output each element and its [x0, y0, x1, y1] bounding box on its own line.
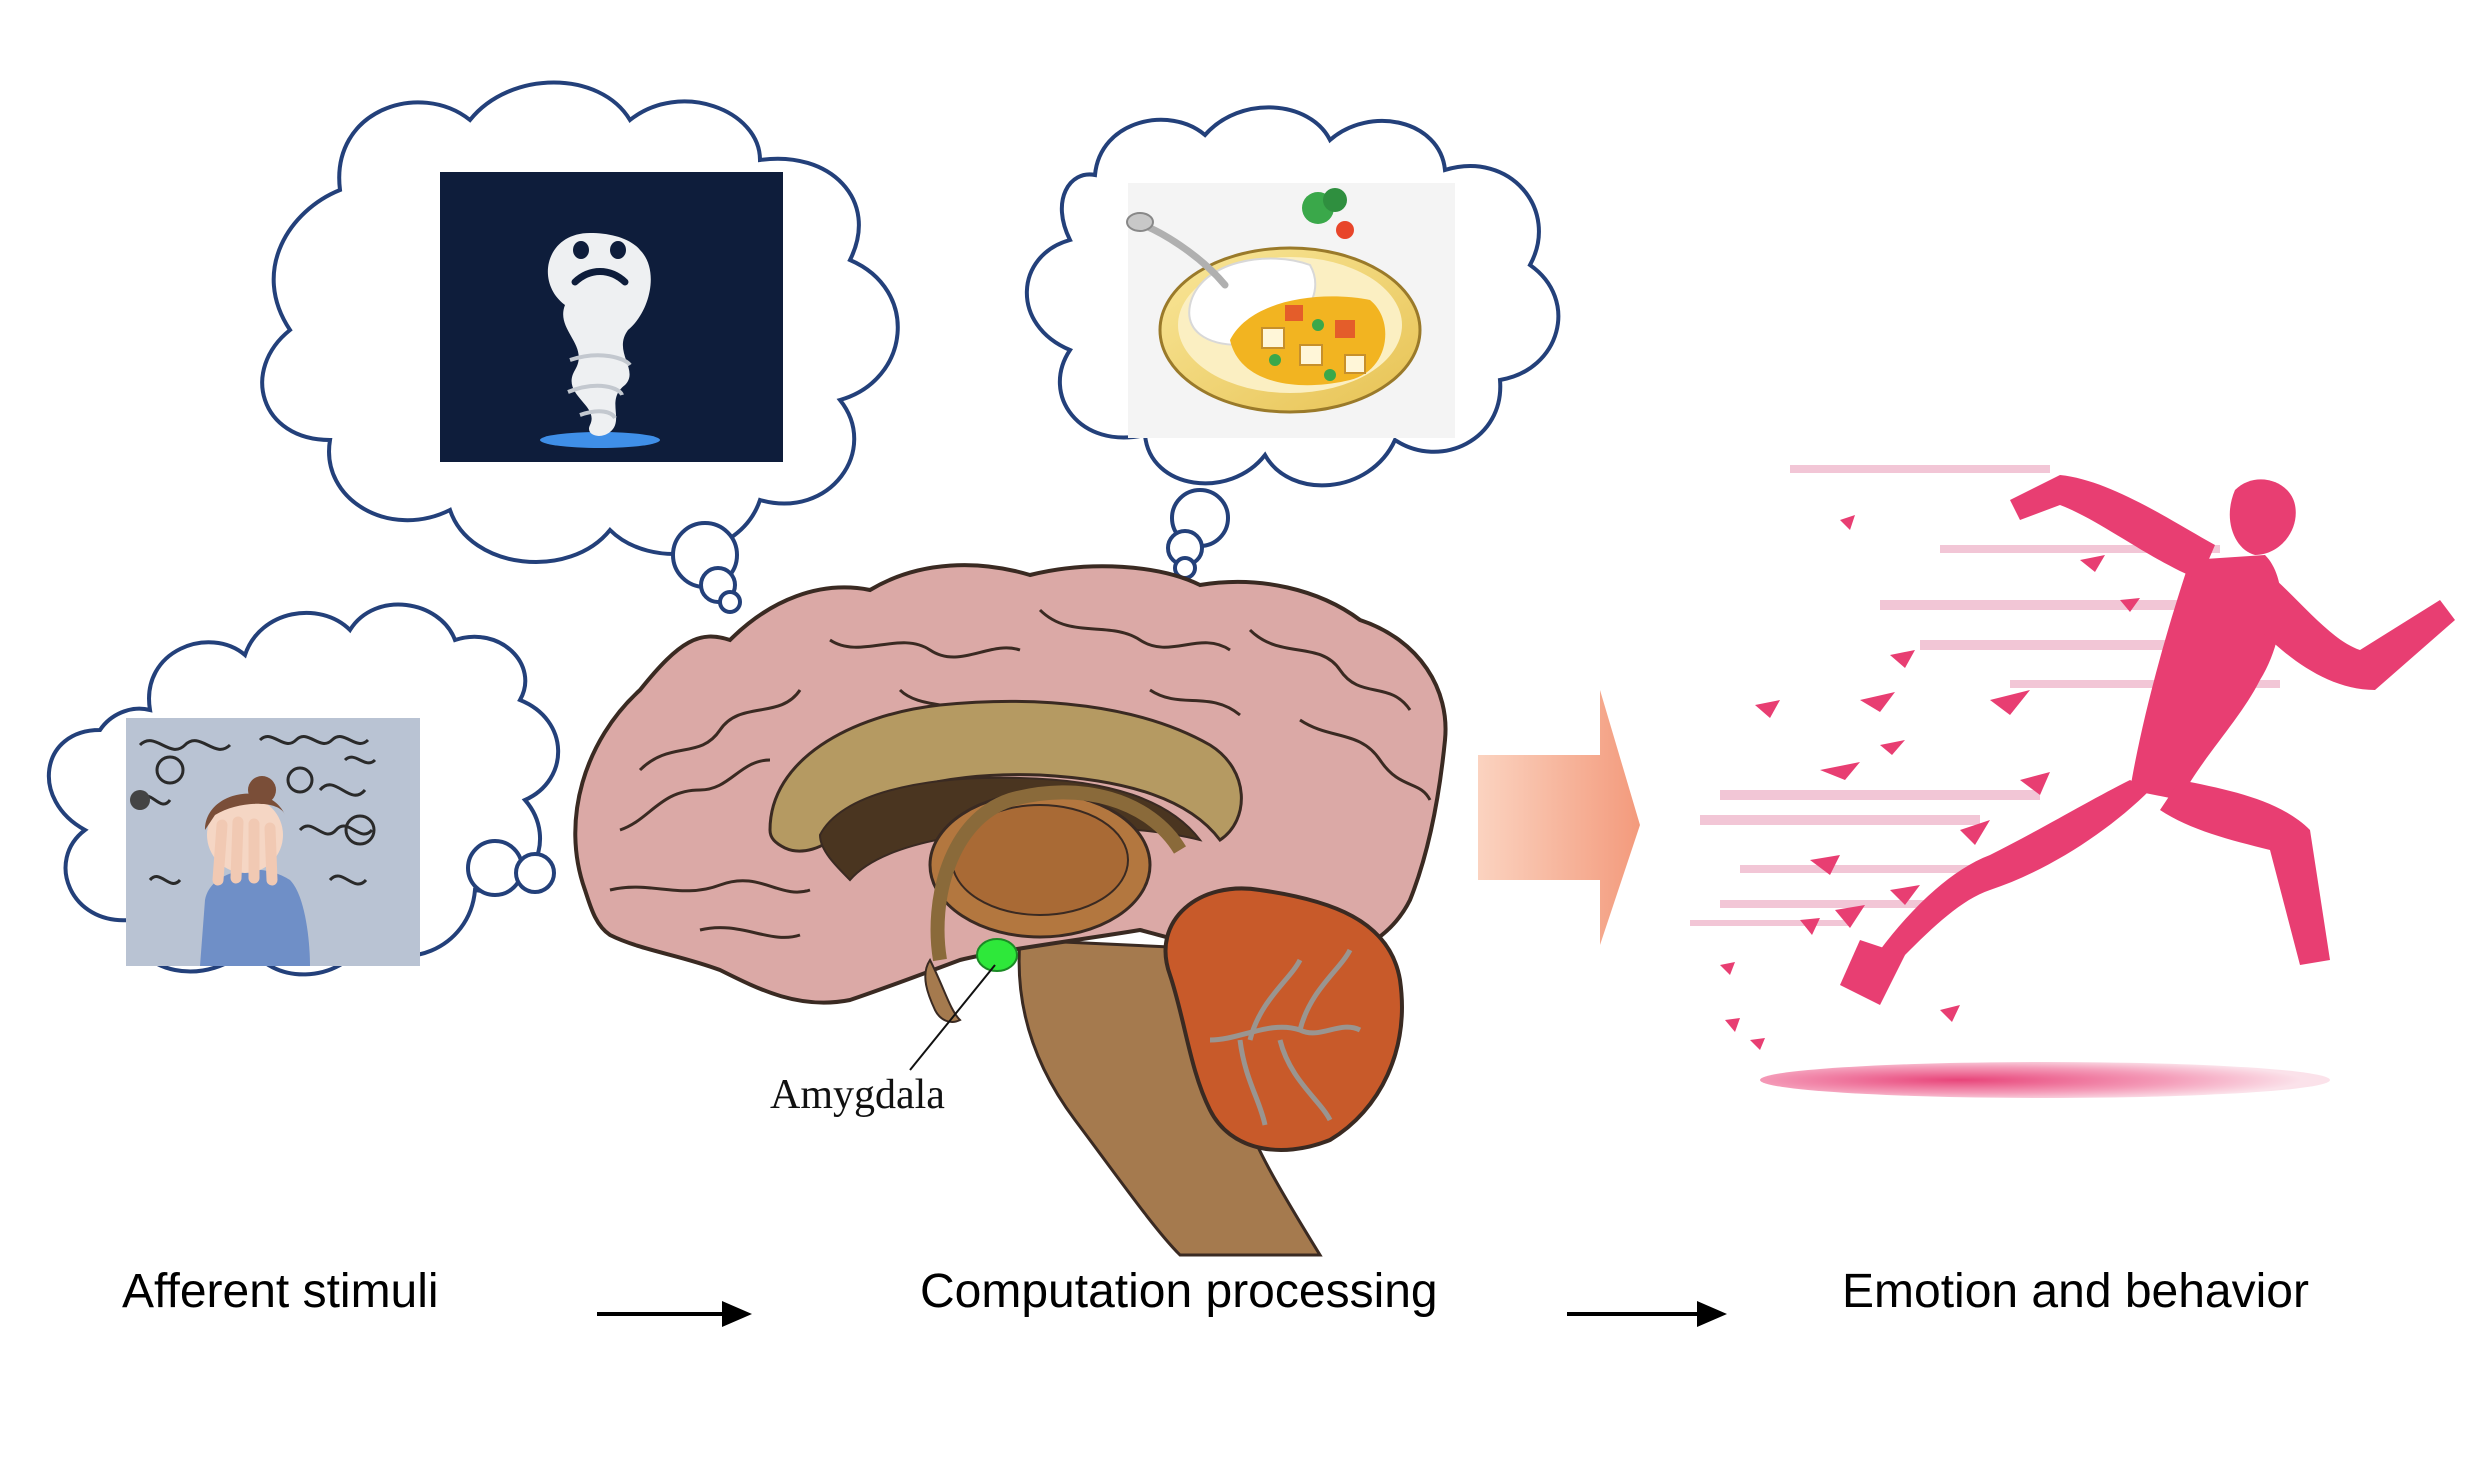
hypothalamus [924, 958, 962, 1023]
thought-cloud-stress [46, 602, 561, 977]
thought-cloud-ghost [260, 80, 900, 614]
caption-emotion-and-behavior: Emotion and behavior [1842, 1265, 2309, 1318]
runner-shards [1720, 515, 2140, 1050]
cerebellum [1163, 886, 1404, 1152]
caption-computation-processing: Computation processing [920, 1265, 1438, 1318]
amygdala-label: Amygdala [770, 1072, 945, 1118]
amygdala-leader-line [909, 964, 996, 1071]
cortex-gyri [609, 608, 1432, 939]
thought-bubble-small [718, 590, 742, 614]
brain-sagittal-section: Amygdala [573, 563, 1448, 1257]
fornix [930, 785, 1186, 962]
thought-bubble-small [514, 852, 556, 894]
curry-rice-icon [1126, 183, 1455, 438]
caption-afferent-stimuli: Afferent stimuli [122, 1265, 439, 1318]
runner-shadow [1760, 1062, 2330, 1098]
thought-bubble-large [466, 839, 524, 897]
flow-arrow-2 [1567, 1301, 1727, 1327]
flow-arrow-1 [597, 1301, 752, 1327]
thought-cloud-food [1024, 105, 1561, 580]
runner-body [1840, 475, 2455, 1005]
processing-arrow-icon [1478, 690, 1640, 945]
runner-icon [1690, 465, 2455, 1098]
stressed-person-icon [126, 718, 420, 966]
amygdala [976, 938, 1018, 972]
ghost-icon [440, 172, 783, 462]
speed-streaks [1690, 465, 2280, 926]
